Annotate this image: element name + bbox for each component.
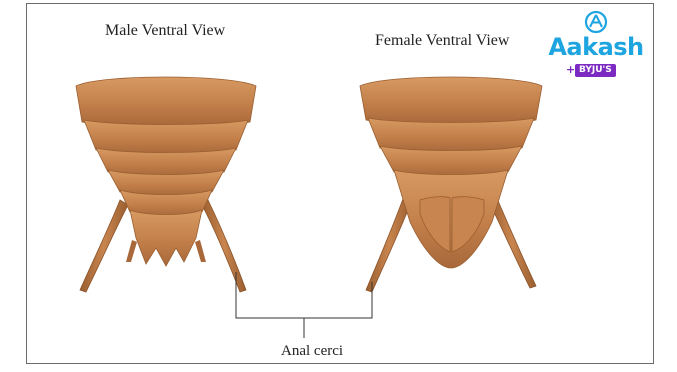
female-left-cercus xyxy=(366,196,412,292)
male-abdomen xyxy=(76,77,256,292)
male-segment-1 xyxy=(76,77,256,127)
male-right-cercus xyxy=(202,200,246,292)
male-segment-2 xyxy=(84,120,248,155)
byjus-badge: BYJU'S xyxy=(575,64,616,77)
male-subgenital-plate xyxy=(130,210,202,266)
cerci-pointer-bracket xyxy=(236,272,372,338)
male-left-style xyxy=(126,240,137,262)
female-segment-2 xyxy=(368,118,534,153)
female-ventral-view-title: Female Ventral View xyxy=(375,32,509,50)
male-right-style xyxy=(195,240,206,262)
aakash-wordmark: Aakash xyxy=(548,35,644,59)
female-subgenital-plate xyxy=(394,170,508,268)
bracket-left-arm xyxy=(236,272,372,318)
aakash-byjus-logo: Aakash + BYJU'S xyxy=(548,10,644,82)
male-left-cercus xyxy=(80,200,128,292)
anal-cerci-label: Anal cerci xyxy=(281,343,343,360)
female-segment-1 xyxy=(360,77,542,125)
male-ventral-view-title: Male Ventral View xyxy=(105,22,225,40)
logo-plus-sign: + xyxy=(566,63,575,76)
female-abdomen xyxy=(360,77,542,292)
